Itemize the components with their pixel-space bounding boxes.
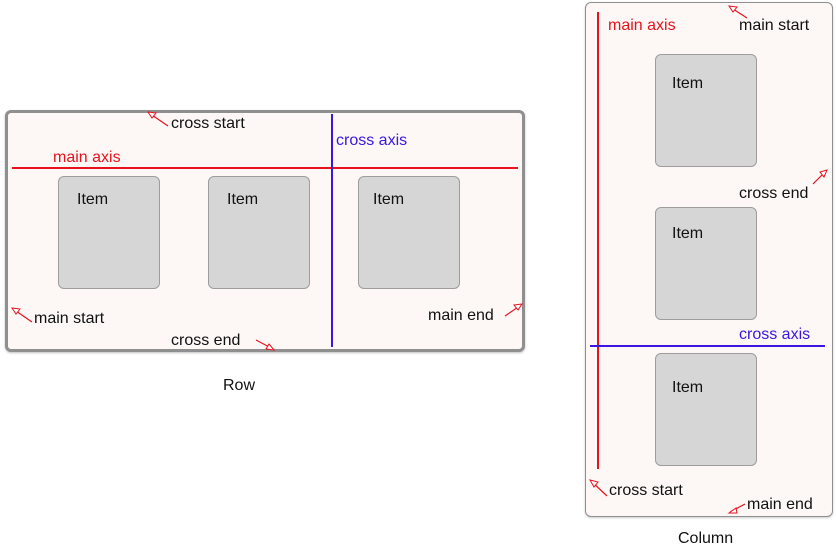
- row-cross-start-label: cross start: [171, 115, 245, 132]
- row-main-start-arrow-icon: [10, 307, 33, 323]
- row-item-2-label: Item: [227, 191, 259, 208]
- column-item-3-label: Item: [672, 379, 704, 396]
- row-item-2: Item: [208, 176, 310, 289]
- column-main-start-label: main start: [739, 17, 810, 34]
- column-main-end-label: main end: [747, 496, 813, 513]
- column-caption: Column: [678, 530, 734, 547]
- row-main-start-label: main start: [34, 310, 105, 327]
- column-cross-end-arrow-icon: [812, 169, 828, 185]
- column-main-axis-line: [597, 12, 599, 469]
- column-item-2: Item: [655, 207, 757, 320]
- row-cross-axis-line: [331, 114, 333, 347]
- row-cross-end-label: cross end: [171, 332, 241, 349]
- row-main-end-arrow-icon: [504, 303, 524, 317]
- row-cross-start-arrow-icon: [146, 111, 169, 127]
- column-item-2-label: Item: [672, 225, 704, 242]
- column-main-axis-label: main axis: [608, 17, 676, 34]
- column-item-1: Item: [655, 54, 757, 167]
- column-main-start-arrow-icon: [727, 5, 748, 19]
- row-main-axis-label: main axis: [53, 149, 121, 166]
- row-item-1: Item: [58, 176, 160, 289]
- row-item-3: Item: [358, 176, 460, 289]
- row-item-3-label: Item: [373, 191, 405, 208]
- column-cross-end-label: cross end: [739, 185, 809, 202]
- row-item-1-label: Item: [77, 191, 109, 208]
- column-cross-axis-line: [590, 345, 825, 347]
- column-cross-start-arrow-icon: [588, 479, 608, 497]
- row-cross-end-arrow-icon: [255, 339, 276, 351]
- row-main-axis-line: [12, 167, 518, 169]
- column-cross-start-label: cross start: [609, 482, 683, 499]
- row-main-end-label: main end: [428, 307, 494, 324]
- column-main-end-arrow-icon: [727, 503, 746, 514]
- row-cross-axis-label: cross axis: [336, 132, 408, 149]
- row-caption: Row: [223, 377, 256, 394]
- column-item-3: Item: [655, 353, 757, 466]
- column-cross-axis-label: cross axis: [739, 326, 811, 343]
- column-item-1-label: Item: [672, 75, 704, 92]
